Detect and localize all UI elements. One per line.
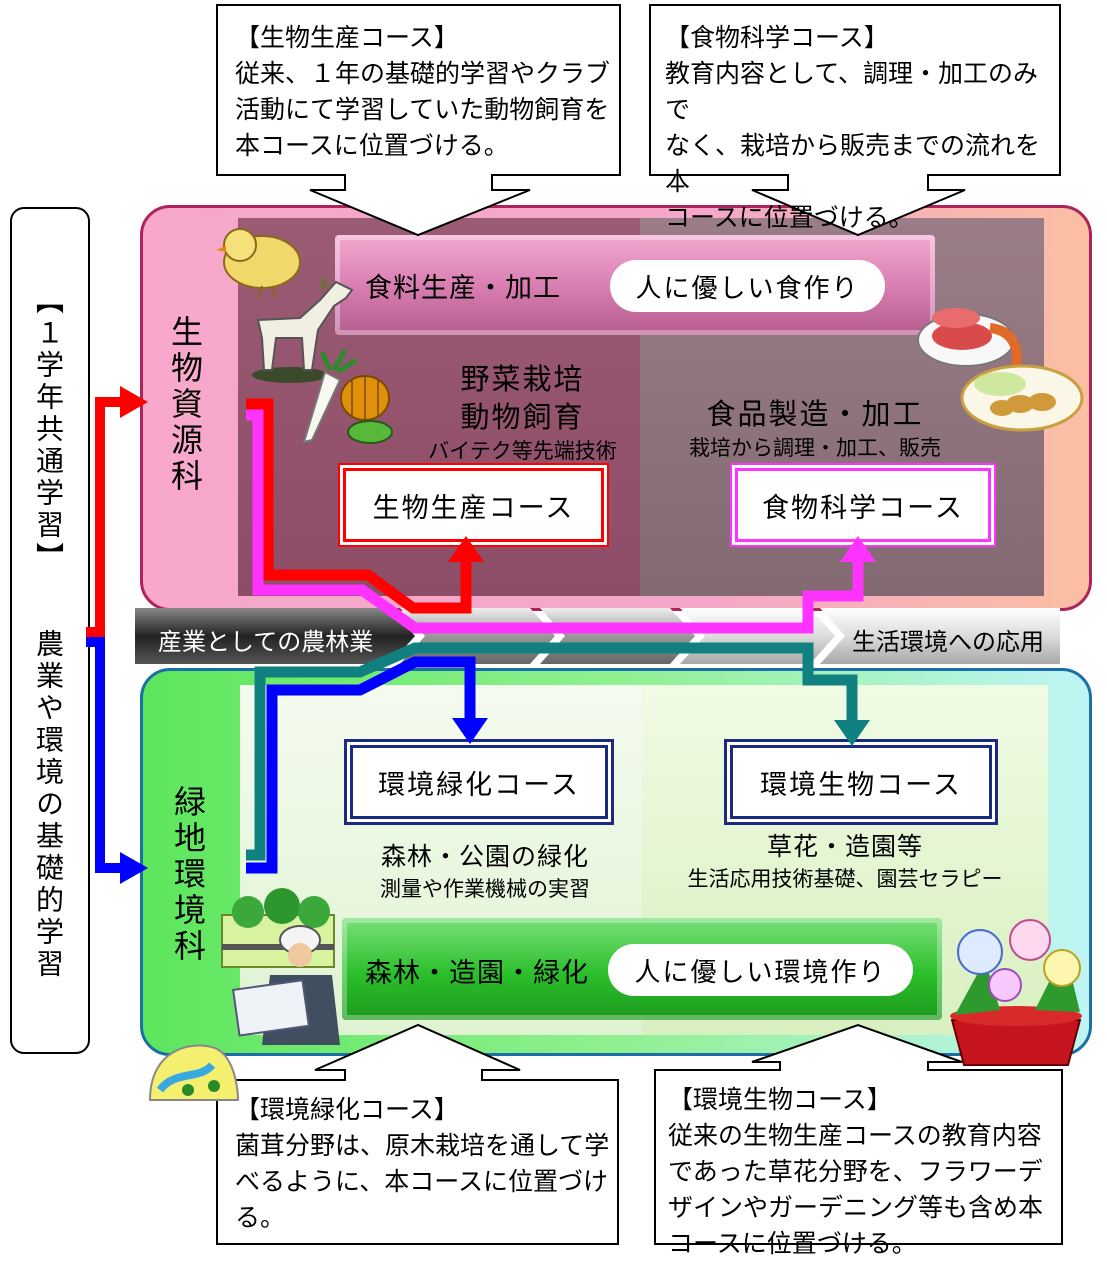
stream-icon — [148, 1044, 240, 1101]
env-dept-name: 緑地環境科 — [169, 785, 207, 965]
callout-food-science-line: なく、栽培から販売までの流れを本 — [665, 131, 1041, 196]
flow-chevron-1 — [135, 608, 415, 664]
env-banner-label: 森林・造園・緑化 — [365, 958, 589, 989]
flow-left-label: 産業としての農林業 — [158, 628, 374, 656]
callout-env-biology-line: 従来の生物生産コースの教育内容 — [668, 1121, 1042, 1150]
callout-env-greening-line: る。 — [235, 1203, 286, 1232]
flow-chevron-5 — [820, 608, 1060, 664]
flow-right-label: 生活環境への応用 — [852, 628, 1044, 656]
env-banner-pill: 人に優しい環境作り — [608, 944, 913, 996]
red-branch-head — [120, 386, 148, 418]
red-branch-arrow — [86, 397, 122, 637]
bio-dept-name: 生物資源科 — [166, 315, 204, 495]
callout-bio-production-line: 活動にて学習していた動物飼育を — [235, 95, 610, 124]
callout-food-science-line: コースに位置づける。 — [665, 203, 914, 232]
vegetables-icon — [302, 348, 393, 444]
callout-env-greening-line: 菌茸分野は、原木栽培を通して学 — [235, 1131, 610, 1160]
callout-food-science-shape — [649, 4, 1061, 237]
common-learning-box — [10, 207, 90, 1054]
horse-icon — [252, 275, 354, 383]
callout-env-greening-title: 【環境緑化コース】 — [235, 1095, 459, 1124]
env-left-desc: 森林・公園の緑化 測量や作業機械の実習 — [350, 840, 620, 904]
callout-env-biology-shape — [654, 1023, 1063, 1245]
callout-env-greening-line: べるように、本コースに位置づけ — [235, 1167, 609, 1196]
blue-branch-arrow — [86, 637, 122, 873]
callout-food-science-title: 【食物科学コース】 — [665, 23, 889, 52]
callout-food-science: 【食物科学コース】 教育内容として、調理・加工のみで なく、栽培から販売までの流… — [665, 20, 1055, 236]
env-right-desc-2: 生活応用技術基礎、園芸セラピー — [687, 867, 1003, 891]
blue-path-head — [452, 718, 488, 744]
callout-bio-production-shape — [216, 4, 621, 237]
course-env-biology[interactable]: 環境生物コース — [730, 745, 992, 819]
red-path-head — [448, 536, 484, 562]
env-right-desc: 草花・造園等 生活応用技術基礎、園芸セラピー — [655, 830, 1035, 894]
trees-icon — [221, 888, 335, 968]
env-left-desc-1: 森林・公園の緑化 — [380, 842, 589, 871]
env-right-desc-1: 草花・造園等 — [766, 832, 923, 861]
callout-bio-production: 【生物生産コース】 従来、１年の基礎的学習やクラブ 活動にて学習していた動物飼育… — [235, 20, 615, 164]
callout-env-biology: 【環境生物コース】 従来の生物生産コースの教育内容 であった草花分野を、フラワー… — [668, 1082, 1058, 1262]
bio-right-desc-sub: 栽培から調理・加工、販売 — [689, 436, 941, 460]
callout-env-greening: 【環境緑化コース】 菌茸分野は、原木栽培を通して学 べるように、本コースに位置づ… — [235, 1092, 615, 1236]
bio-banner-label: 食料生産・加工 — [365, 273, 561, 304]
teal-path-head — [834, 720, 870, 746]
bio-left-desc-3: バイテク等先端技術 — [428, 439, 617, 463]
basic-learning-label: 農業や環境の基礎的学習 — [32, 629, 65, 981]
bio-left-desc-2: 動物飼育 — [460, 400, 585, 434]
bio-left-desc-1: 野菜栽培 — [460, 362, 585, 396]
teal-path-arrow — [246, 642, 858, 861]
blue-path-arrow — [246, 656, 476, 874]
course-bio-production[interactable]: 生物生産コース — [343, 468, 604, 542]
meat-dish-icon — [917, 308, 1022, 367]
callout-bio-production-title: 【生物生産コース】 — [235, 23, 459, 52]
salad-plate-icon — [960, 364, 1084, 432]
chick-icon — [216, 228, 301, 299]
callout-bio-production-line: 本コースに位置づける。 — [235, 131, 509, 160]
blue-branch-head — [120, 852, 148, 884]
callout-env-biology-title: 【環境生物コース】 — [668, 1085, 892, 1114]
magenta-path-head — [840, 536, 876, 562]
worker-icon — [232, 925, 340, 1045]
red-path-arrow — [246, 398, 472, 614]
callout-env-biology-line: であった草花分野を、フラワーデ — [668, 1157, 1043, 1186]
bio-banner-pill: 人に優しい食作り — [610, 260, 885, 312]
flower-pot-icon — [950, 919, 1082, 1066]
bio-left-desc: 野菜栽培 動物飼育 バイテク等先端技術 — [400, 360, 645, 466]
bio-right-desc: 食品製造・加工 栽培から調理・加工、販売 — [650, 395, 980, 463]
callout-env-greening-shape — [216, 1023, 619, 1245]
course-env-greening[interactable]: 環境緑化コース — [350, 745, 608, 819]
callout-env-biology-line: ザインやガーデニング等も含め本 — [668, 1193, 1044, 1222]
env-left-desc-2: 測量や作業機械の実習 — [380, 877, 590, 901]
common-learning-label: 【１学年共通学習】 — [32, 286, 65, 574]
callout-bio-production-line: 従来、１年の基礎的学習やクラブ — [235, 59, 611, 88]
bio-right-desc-title: 食品製造・加工 — [706, 397, 924, 431]
course-food-science[interactable]: 食物科学コース — [735, 468, 991, 542]
callout-food-science-line: 教育内容として、調理・加工のみで — [665, 59, 1039, 124]
magenta-path-arrow — [246, 409, 864, 634]
